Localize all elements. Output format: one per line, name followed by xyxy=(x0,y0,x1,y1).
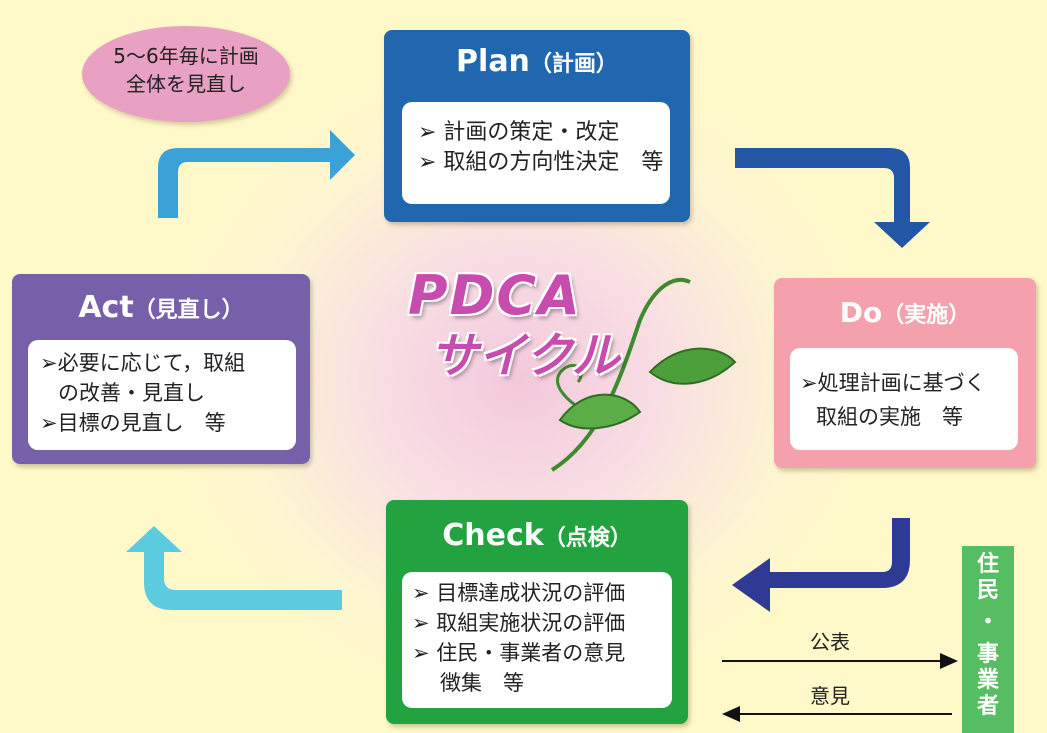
arrow-plan-to-do xyxy=(735,148,930,248)
review-bubble-line2: 全体を見直し xyxy=(126,72,246,96)
check-box: Check（点検） ➢ 目標達成状況の評価 ➢ 取組実施状況の評価 ➢ 住民・事… xyxy=(386,500,688,724)
center-title-line1: PDCA xyxy=(408,264,582,327)
do-title-jp: （実施） xyxy=(882,303,971,328)
arrow-check-to-act xyxy=(126,526,342,610)
act-title-jp: （見直し） xyxy=(133,298,244,323)
plan-item-2: ➢ 取組の方向性決定 等 xyxy=(418,150,664,175)
residents-char-6: 者 xyxy=(976,694,999,719)
do-title-en: Do xyxy=(839,296,883,329)
vine-stem xyxy=(550,277,691,472)
residents-panel: 住 民 ・ 事 業 者 xyxy=(962,546,1014,733)
check-title-en: Check xyxy=(442,518,544,553)
residents-label: 住 民 ・ 事 業 者 xyxy=(962,552,1014,720)
plan-box: Plan（計画） ➢ 計画の策定・改定 ➢ 取組の方向性決定 等 xyxy=(384,30,690,222)
review-bubble: 5～6年毎に計画 全体を見直し xyxy=(82,26,290,122)
center-title-line2: サイクル xyxy=(430,328,620,384)
arrow-do-to-check xyxy=(732,518,910,612)
check-item-2: ➢ 取組実施状況の評価 xyxy=(412,611,626,635)
check-item-1: ➢ 目標達成状況の評価 xyxy=(412,581,626,605)
publish-label: 公表 xyxy=(810,630,850,654)
do-box: Do（実施） ➢処理計画に基づく 取組の実施 等 xyxy=(774,278,1036,468)
do-item-2: 取組の実施 等 xyxy=(816,405,963,429)
publish-arrowhead xyxy=(940,653,958,669)
plan-title: Plan（計画） xyxy=(384,44,690,79)
opinion-arrowhead xyxy=(722,706,740,722)
act-title-en: Act xyxy=(78,290,134,325)
leaf-lower-icon xyxy=(558,393,642,430)
leaf-right-icon xyxy=(648,347,737,385)
act-item-1: ➢必要に応じて，取組 xyxy=(40,351,246,375)
check-title-jp: （点検） xyxy=(543,526,632,551)
review-bubble-line1: 5～6年毎に計画 xyxy=(113,44,259,68)
act-item-2: の改善・見直し xyxy=(58,381,205,405)
act-item-3: ➢目標の見直し 等 xyxy=(40,411,226,435)
opinion-label: 意見 xyxy=(810,684,850,708)
residents-char-1: 住 xyxy=(976,552,999,577)
check-detail: ➢ 目標達成状況の評価 ➢ 取組実施状況の評価 ➢ 住民・事業者の意見 徴集 等 xyxy=(402,572,672,708)
do-item-1: ➢処理計画に基づく xyxy=(800,371,986,395)
check-item-3: ➢ 住民・事業者の意見 xyxy=(412,641,626,665)
arrow-act-to-plan xyxy=(158,130,355,218)
check-item-4: 徴集 等 xyxy=(440,671,524,695)
act-box: Act（見直し） ➢必要に応じて，取組 の改善・見直し ➢目標の見直し 等 xyxy=(12,274,310,464)
residents-char-5: 業 xyxy=(976,668,999,693)
do-title: Do（実施） xyxy=(774,296,1036,329)
residents-char-3: ・ xyxy=(976,610,999,635)
check-title: Check（点検） xyxy=(386,518,688,553)
center-title: PDCA サイクル xyxy=(408,266,638,406)
act-detail: ➢必要に応じて，取組 の改善・見直し ➢目標の見直し 等 xyxy=(28,340,296,450)
residents-char-2: 民 xyxy=(976,578,999,603)
plan-detail: ➢ 計画の策定・改定 ➢ 取組の方向性決定 等 xyxy=(402,102,670,204)
do-detail: ➢処理計画に基づく 取組の実施 等 xyxy=(790,348,1018,450)
plan-title-en: Plan xyxy=(456,44,530,79)
act-title: Act（見直し） xyxy=(12,290,310,325)
residents-char-4: 事 xyxy=(976,642,999,667)
plan-title-jp: （計画） xyxy=(529,52,618,77)
plan-item-1: ➢ 計画の策定・改定 xyxy=(418,120,620,145)
